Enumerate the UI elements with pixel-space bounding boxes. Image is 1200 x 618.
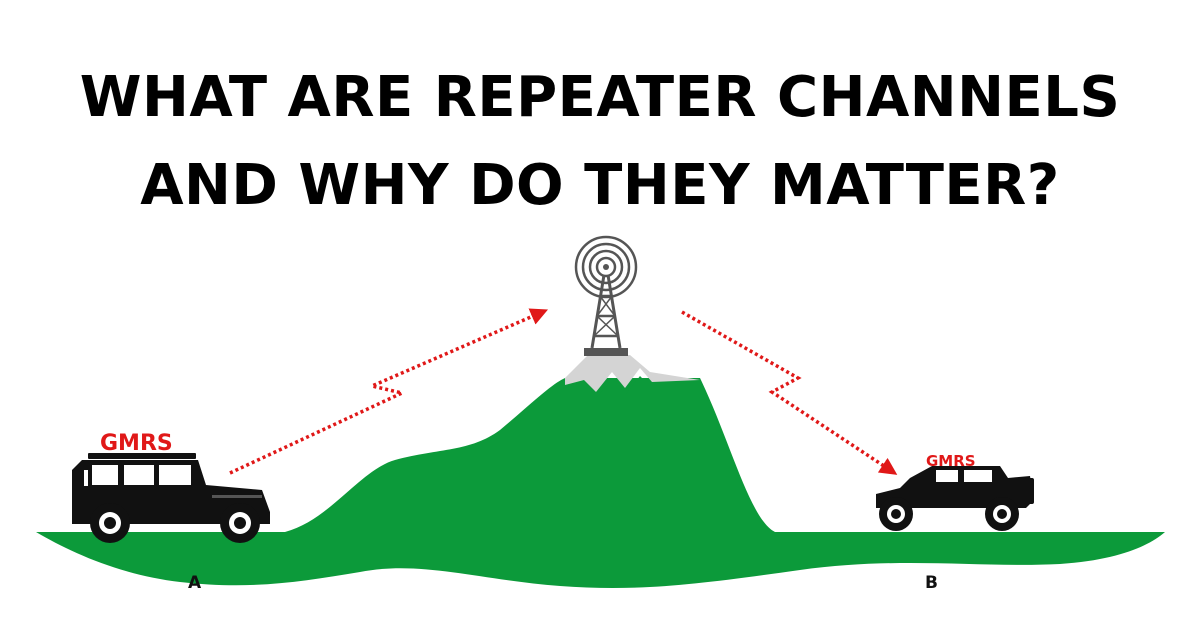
snow-cap bbox=[565, 355, 700, 392]
uplink-signal bbox=[229, 308, 549, 475]
suv-vehicle-icon bbox=[72, 453, 270, 543]
mountain-peaks bbox=[560, 376, 700, 398]
headline-line-1: WHAT ARE REPEATER CHANNELS bbox=[79, 65, 1121, 130]
terrain bbox=[36, 355, 1165, 589]
point-b-label: B bbox=[925, 573, 938, 593]
radio-tower-icon bbox=[574, 235, 638, 356]
gmrs-badge-left: GMRS bbox=[100, 431, 173, 456]
signal-arrow-icon bbox=[681, 310, 898, 475]
downlink-signal bbox=[681, 310, 898, 475]
signal-arrow-icon bbox=[229, 308, 549, 475]
point-a-label: A bbox=[188, 573, 202, 593]
gmrs-badge-right: GMRS bbox=[926, 452, 976, 470]
headline-line-2: AND WHY DO THEY MATTER? bbox=[140, 153, 1060, 218]
truck-vehicle-icon bbox=[876, 466, 1034, 531]
mountain-and-ground bbox=[36, 378, 1165, 589]
